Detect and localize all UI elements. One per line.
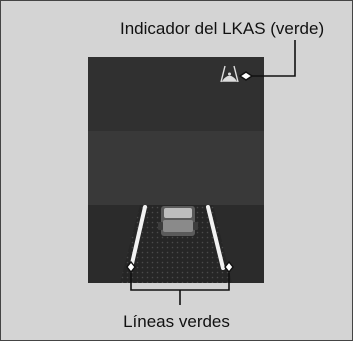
screen-mid-band bbox=[88, 131, 264, 205]
lane-line-left bbox=[129, 205, 147, 270]
lkas-indicator-callout: Indicador del LKAS (verde) bbox=[120, 19, 325, 38]
road-texture bbox=[120, 205, 232, 283]
left-line-pointer-diamond bbox=[126, 260, 136, 274]
right-line-pointer-diamond bbox=[224, 260, 234, 274]
car-icon bbox=[158, 206, 198, 236]
indicator-leader-line bbox=[247, 40, 296, 77]
green-lines-callout: Líneas verdes bbox=[123, 312, 230, 331]
indicator-pointer-diamond bbox=[238, 71, 254, 81]
green-lines-bracket bbox=[130, 273, 230, 305]
lane-line-right bbox=[206, 205, 225, 270]
lkas-indicator-icon bbox=[220, 65, 239, 83]
